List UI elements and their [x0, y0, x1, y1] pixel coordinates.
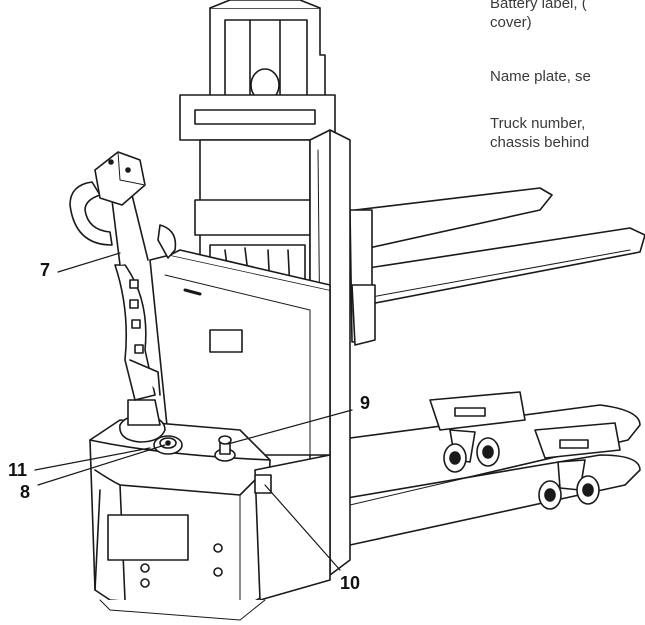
tiller-arm	[111, 194, 166, 443]
key-switch	[153, 435, 183, 455]
upper-forks	[349, 187, 645, 346]
note-truck-number-line-1: Truck number,	[490, 115, 586, 132]
callout-10: 10	[340, 573, 361, 593]
callout-11: 11	[8, 460, 28, 480]
load-wheel-left	[443, 429, 500, 473]
note-name-plate: Name plate, se	[490, 67, 591, 86]
note-battery-line-2: cover)	[490, 14, 532, 31]
callout-9: 9	[360, 393, 371, 413]
base-cover	[89, 419, 331, 621]
callout-leaders	[34, 252, 353, 571]
lower-fork-arms	[334, 391, 641, 546]
load-wheel-right	[538, 459, 600, 510]
callout-8: 8	[20, 482, 31, 502]
chassis-body	[149, 249, 331, 456]
callout-7: 7	[40, 260, 51, 280]
note-name-plate-line-1: Name plate, se	[490, 68, 591, 85]
note-battery-label: Battery label, ( cover)	[490, 0, 587, 32]
note-truck-number: Truck number, chassis behind	[490, 114, 589, 152]
note-battery-line-1: Battery label, (	[490, 0, 587, 12]
tiller-handle	[69, 151, 177, 259]
emergency-button	[214, 435, 236, 462]
note-truck-number-line-2: chassis behind	[490, 134, 590, 151]
